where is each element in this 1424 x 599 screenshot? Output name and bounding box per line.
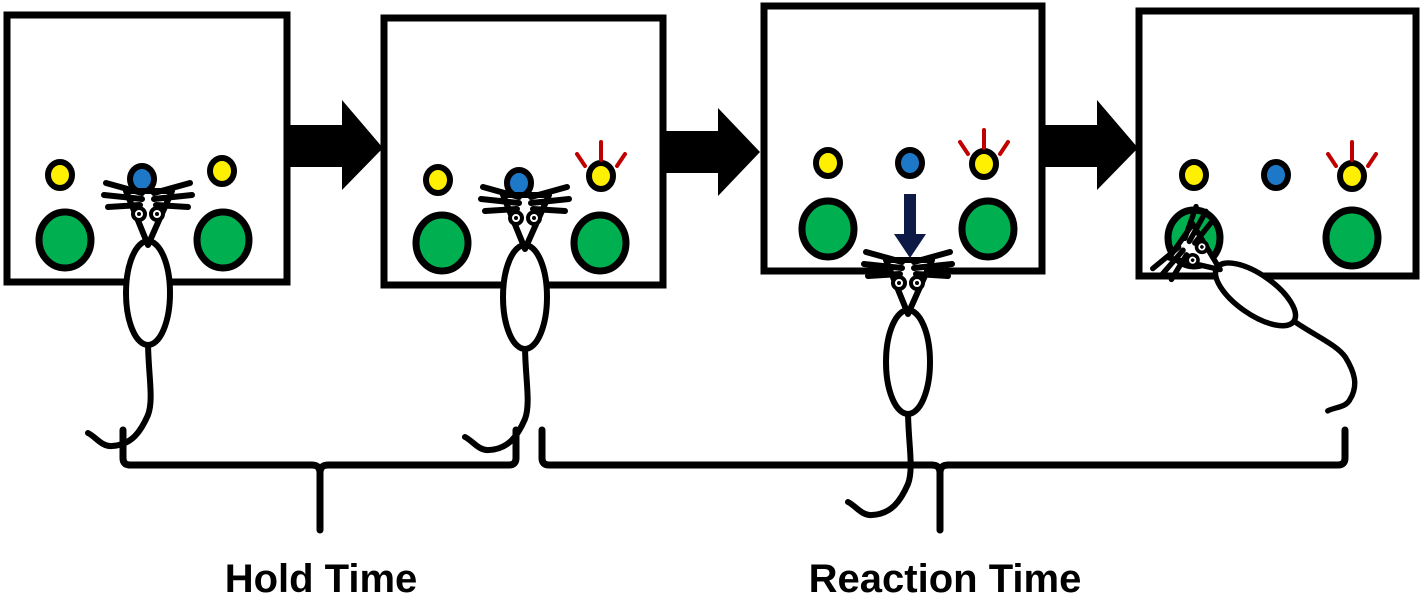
right-arrow-icon — [288, 100, 383, 190]
reaction-time-label: Reaction Time — [809, 557, 1082, 599]
right-arrow-icon — [664, 108, 760, 196]
right-port-1 — [207, 155, 237, 187]
down-arrow-icon — [894, 194, 926, 258]
left-port-3 — [813, 147, 843, 179]
left-port-2 — [423, 164, 453, 196]
panel-4 — [1135, 7, 1420, 418]
right-reward-1 — [193, 208, 253, 272]
right-port-4 — [1337, 160, 1367, 192]
left-port-4 — [1179, 159, 1209, 191]
right-port-2 — [586, 160, 616, 192]
right-reward-2 — [570, 211, 630, 275]
left-reward-3 — [798, 197, 858, 261]
panel-1 — [3, 11, 291, 446]
right-reward-3 — [958, 197, 1018, 261]
reaction-time-bracket — [538, 426, 1349, 534]
panel-3 — [760, 2, 1046, 515]
left-reward-1 — [35, 208, 95, 272]
left-reward-2 — [412, 211, 472, 275]
left-port-1 — [45, 159, 75, 191]
right-arrow-icon — [1043, 100, 1138, 190]
rat-icon — [848, 252, 952, 515]
panel-2 — [380, 14, 667, 450]
center-port-3 — [895, 147, 925, 179]
hold-time-bracket — [119, 426, 520, 534]
hold-time-label: Hold Time — [225, 557, 418, 599]
right-port-3 — [969, 148, 999, 180]
center-port-4 — [1261, 159, 1291, 191]
right-reward-4 — [1322, 206, 1382, 270]
